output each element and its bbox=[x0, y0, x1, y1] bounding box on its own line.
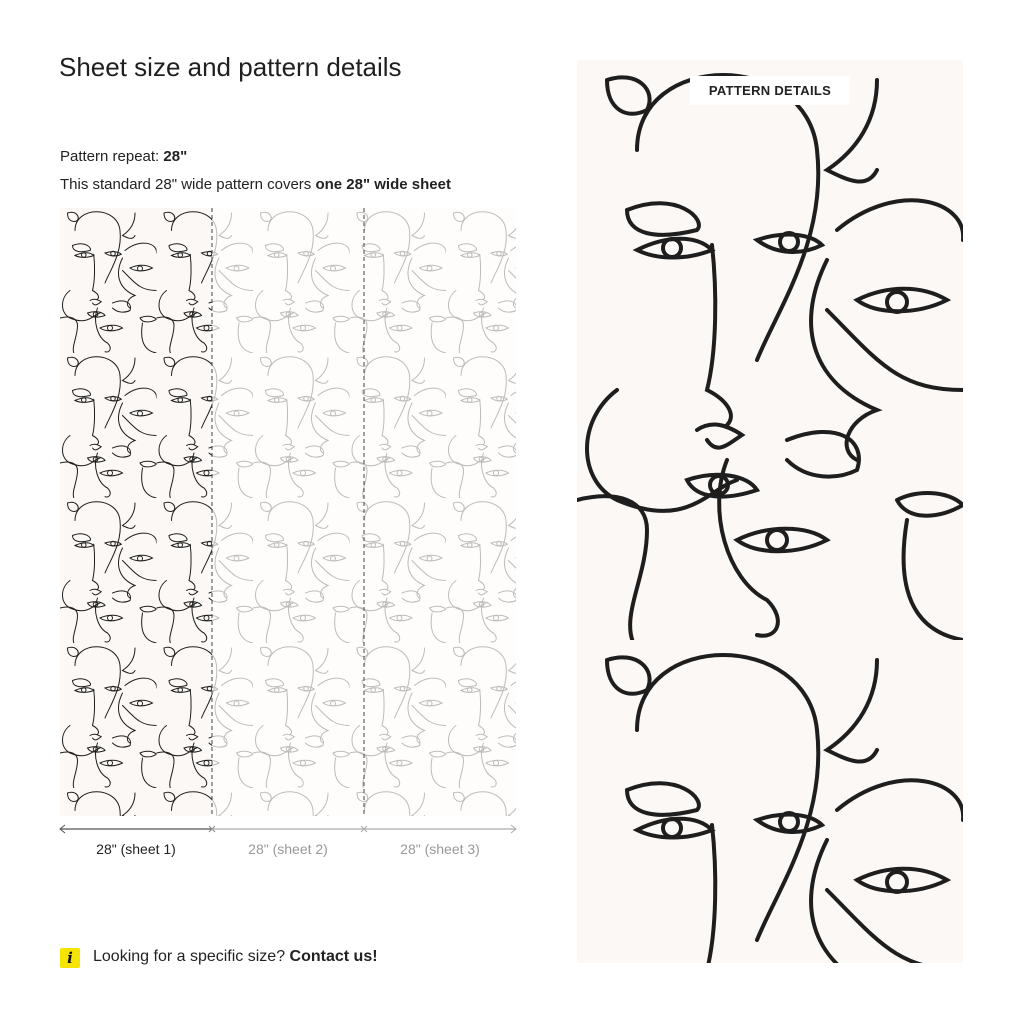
sheet-3-label: 28" (sheet 3) bbox=[400, 841, 480, 857]
sheet-1-label: 28" (sheet 1) bbox=[96, 841, 176, 857]
pattern-repeat-value: 28" bbox=[163, 148, 188, 165]
sheet-preview bbox=[60, 208, 516, 816]
pattern-detail-image bbox=[577, 60, 963, 963]
sheet-dimension-arrows bbox=[59, 824, 517, 834]
pattern-details-badge: PATTERN DETAILS bbox=[690, 76, 850, 105]
info-icon: i bbox=[60, 948, 80, 968]
contact-text: Looking for a specific size? bbox=[93, 948, 290, 965]
pattern-repeat: Pattern repeat: 28" bbox=[60, 148, 187, 165]
sheet-1-preview bbox=[60, 208, 212, 816]
page-title: Sheet size and pattern details bbox=[59, 52, 402, 82]
pattern-repeat-label: Pattern repeat: bbox=[60, 148, 164, 165]
contact-prompt: Looking for a specific size? Contact us! bbox=[93, 948, 378, 966]
coverage-value: one 28" wide sheet bbox=[315, 176, 451, 193]
contact-us-link[interactable]: Contact us! bbox=[289, 948, 378, 965]
coverage-text: This standard 28" wide pattern covers on… bbox=[60, 176, 451, 193]
sheet-2-label: 28" (sheet 2) bbox=[248, 841, 328, 857]
coverage-label: This standard 28" wide pattern covers bbox=[60, 176, 316, 193]
